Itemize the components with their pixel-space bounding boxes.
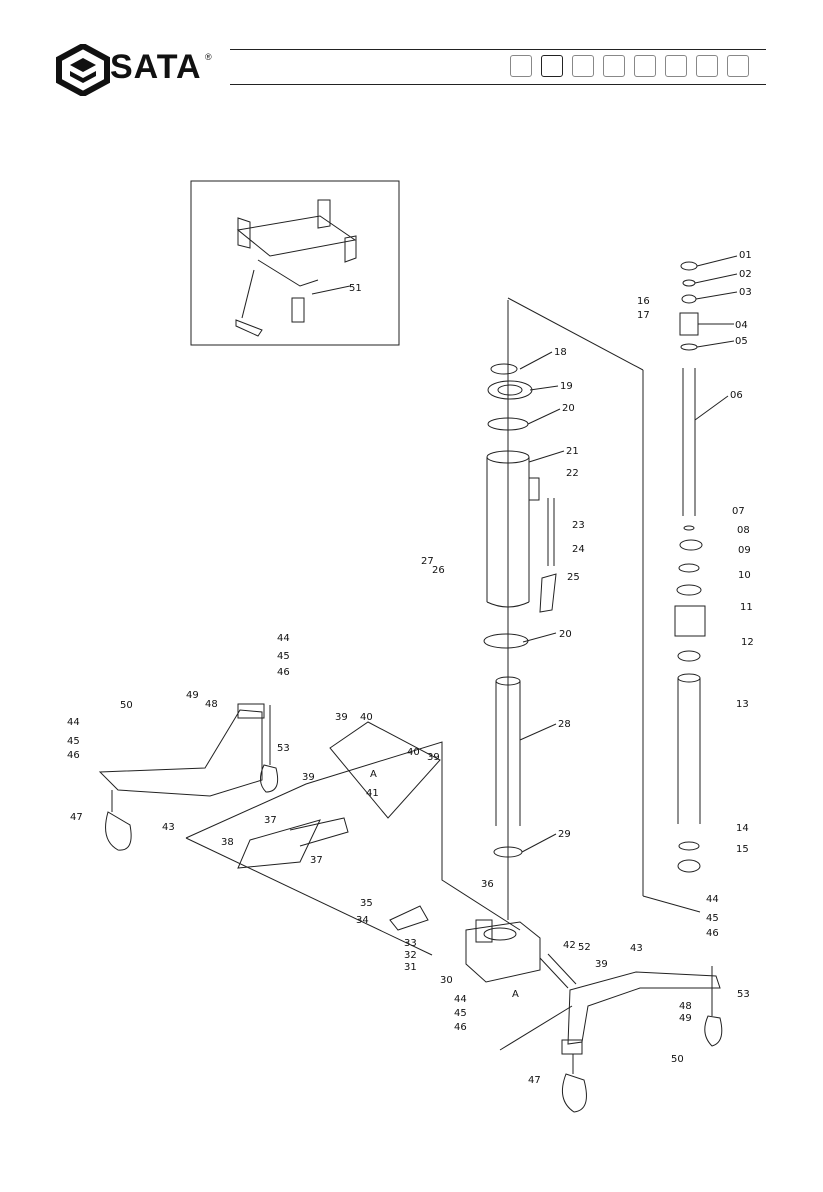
svg-text:44: 44 [706,894,719,905]
svg-text:16: 16 [637,296,650,307]
svg-text:02: 02 [739,269,752,280]
svg-text:45: 45 [706,913,719,924]
svg-text:19: 19 [560,381,573,392]
svg-text:13: 13 [736,699,749,710]
svg-text:46: 46 [454,1022,467,1033]
svg-text:24: 24 [572,544,585,555]
callout-51: 51 [349,283,362,294]
svg-text:53: 53 [737,989,750,1000]
svg-text:22: 22 [566,468,579,479]
svg-text:15: 15 [736,844,749,855]
svg-text:52: 52 [578,942,591,953]
svg-text:37: 37 [264,815,277,826]
svg-text:34: 34 [356,915,369,926]
svg-text:07: 07 [732,506,745,517]
svg-text:50: 50 [671,1054,684,1065]
svg-text:40: 40 [407,747,420,758]
svg-text:20: 20 [559,629,572,640]
svg-text:47: 47 [70,812,83,823]
svg-text:41: 41 [366,788,379,799]
svg-text:43: 43 [162,822,175,833]
svg-text:46: 46 [277,667,290,678]
svg-text:01: 01 [739,250,752,261]
svg-text:48: 48 [679,1001,692,1012]
svg-text:48: 48 [205,699,218,710]
svg-text:37: 37 [310,855,323,866]
svg-text:42: 42 [563,940,576,951]
svg-text:29: 29 [558,829,571,840]
svg-text:28: 28 [558,719,571,730]
svg-text:31: 31 [404,962,417,973]
svg-text:39: 39 [302,772,315,783]
callout-labels: 51 01 02 03 04 05 06 07 08 09 10 11 12 13 14 15 16… [67,250,754,1086]
svg-text:08: 08 [737,525,750,536]
svg-text:45: 45 [454,1008,467,1019]
svg-text:39: 39 [595,959,608,970]
svg-text:06: 06 [730,390,743,401]
svg-text:26: 26 [432,565,445,576]
svg-text:27: 27 [421,556,434,567]
svg-text:18: 18 [554,347,567,358]
svg-text:32: 32 [404,950,417,961]
svg-text:04: 04 [735,320,748,331]
svg-text:A: A [370,769,377,780]
svg-text:03: 03 [739,287,752,298]
svg-text:53: 53 [277,743,290,754]
svg-text:25: 25 [567,572,580,583]
svg-text:47: 47 [528,1075,541,1086]
svg-text:A: A [512,989,519,1000]
svg-text:05: 05 [735,336,748,347]
svg-text:44: 44 [277,633,290,644]
svg-text:40: 40 [360,712,373,723]
svg-text:23: 23 [572,520,585,531]
svg-text:33: 33 [404,938,417,949]
svg-text:46: 46 [67,750,80,761]
svg-text:44: 44 [454,994,467,1005]
svg-text:14: 14 [736,823,749,834]
svg-text:35: 35 [360,898,373,909]
svg-text:43: 43 [630,943,643,954]
svg-text:38: 38 [221,837,234,848]
svg-text:49: 49 [186,690,199,701]
svg-text:20: 20 [562,403,575,414]
svg-text:46: 46 [706,928,719,939]
svg-text:49: 49 [679,1013,692,1024]
svg-text:36: 36 [481,879,494,890]
svg-text:30: 30 [440,975,453,986]
inset-frame [191,181,399,345]
svg-text:39: 39 [427,752,440,763]
svg-text:45: 45 [277,651,290,662]
svg-text:10: 10 [738,570,751,581]
svg-text:44: 44 [67,717,80,728]
svg-text:39: 39 [335,712,348,723]
svg-text:17: 17 [637,310,650,321]
svg-text:12: 12 [741,637,754,648]
svg-text:21: 21 [566,446,579,457]
svg-text:45: 45 [67,736,80,747]
svg-text:50: 50 [120,700,133,711]
svg-text:09: 09 [738,545,751,556]
svg-text:11: 11 [740,602,753,613]
